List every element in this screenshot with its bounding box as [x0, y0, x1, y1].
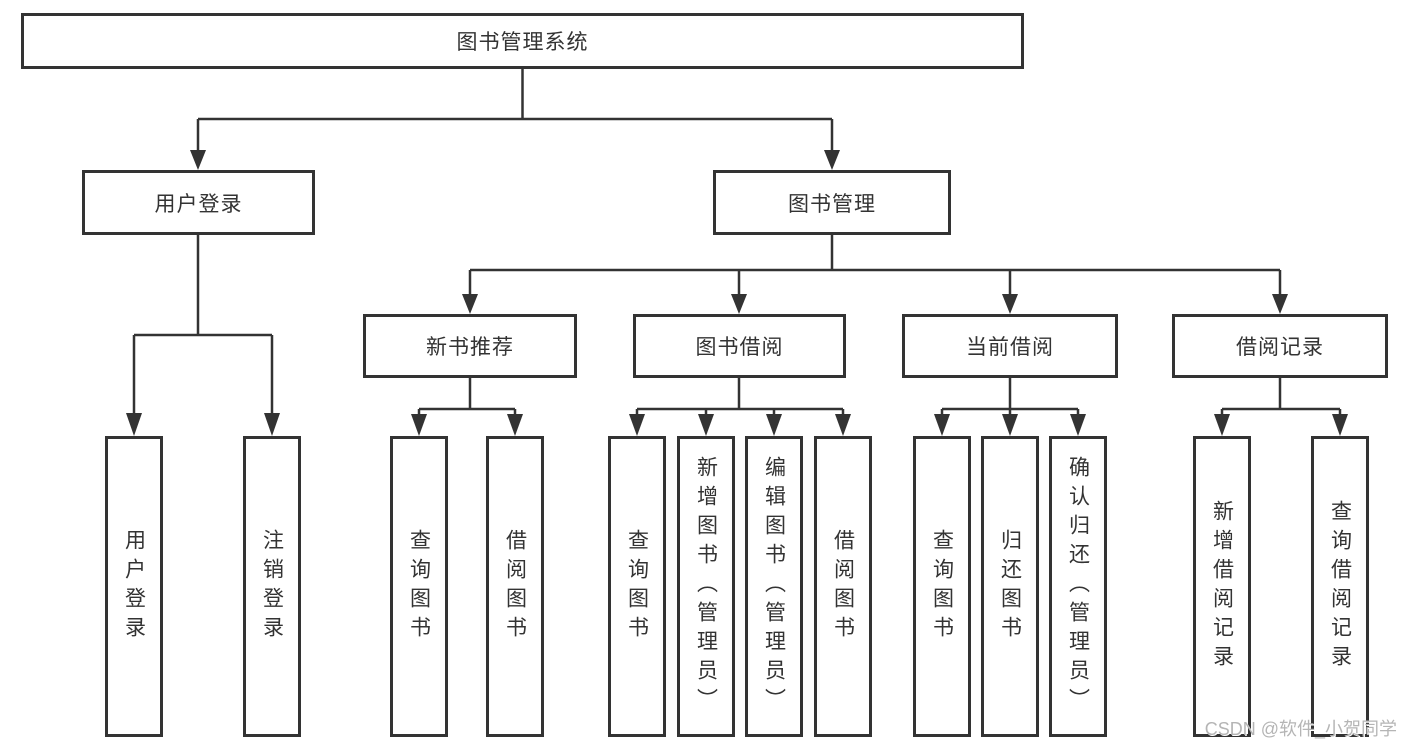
- leaf-user-login-label: 用户登录: [122, 528, 146, 645]
- node-book-borrow: 图书借阅: [633, 314, 846, 378]
- leaf-records-query-record: 查询借阅记录: [1311, 436, 1369, 737]
- leaf-borrow-add-books-label: 新增图书（管理员）: [694, 456, 718, 717]
- leaf-borrow-edit-books: 编辑图书（管理员）: [745, 436, 803, 737]
- leaf-current-query-books: 查询图书: [913, 436, 971, 737]
- arrowheads: [126, 150, 1348, 436]
- leaf-borrow-edit-books-label: 编辑图书（管理员）: [762, 456, 786, 717]
- leaf-recommend-query-books-label: 查询图书: [407, 528, 431, 645]
- node-new-book-recommend: 新书推荐: [363, 314, 577, 378]
- node-current-borrow: 当前借阅: [902, 314, 1118, 378]
- node-borrow-records-label: 借阅记录: [1236, 336, 1324, 359]
- node-root: 图书管理系统: [21, 13, 1024, 69]
- leaf-borrow-query-books: 查询图书: [608, 436, 666, 737]
- leaf-current-return-books-label: 归还图书: [998, 528, 1022, 645]
- node-new-book-recommend-label: 新书推荐: [426, 336, 514, 359]
- node-user-login-label: 用户登录: [154, 192, 243, 216]
- leaf-recommend-query-books: 查询图书: [390, 436, 448, 737]
- leaf-borrow-add-books: 新增图书（管理员）: [677, 436, 735, 737]
- leaf-borrow-borrow-books: 借阅图书: [814, 436, 872, 737]
- leaf-current-query-books-label: 查询图书: [930, 528, 954, 645]
- leaf-logout-label: 注销登录: [260, 528, 284, 645]
- leaf-user-login: 用户登录: [105, 436, 163, 737]
- leaf-current-confirm-return-label: 确认归还（管理员）: [1066, 456, 1090, 717]
- node-book-management: 图书管理: [713, 170, 951, 235]
- csdn-watermark: CSDN @软件_小贺同学: [1204, 719, 1397, 739]
- leaf-recommend-borrow-books: 借阅图书: [486, 436, 544, 737]
- leaf-borrow-borrow-books-label: 借阅图书: [831, 528, 855, 645]
- node-borrow-records: 借阅记录: [1172, 314, 1388, 378]
- node-book-borrow-label: 图书借阅: [695, 336, 784, 359]
- node-book-management-label: 图书管理: [788, 192, 876, 216]
- node-user-login: 用户登录: [82, 170, 315, 235]
- leaf-records-query-record-label: 查询借阅记录: [1328, 499, 1352, 674]
- leaf-borrow-query-books-label: 查询图书: [625, 528, 649, 645]
- leaf-records-add-record: 新增借阅记录: [1193, 436, 1251, 737]
- leaf-current-return-books: 归还图书: [981, 436, 1039, 737]
- leaf-records-add-record-label: 新增借阅记录: [1210, 499, 1234, 674]
- leaf-current-confirm-return: 确认归还（管理员）: [1049, 436, 1107, 737]
- node-current-borrow-label: 当前借阅: [966, 336, 1054, 359]
- node-root-label: 图书管理系统: [456, 31, 589, 54]
- leaf-logout: 注销登录: [243, 436, 301, 737]
- leaf-recommend-borrow-books-label: 借阅图书: [503, 528, 527, 645]
